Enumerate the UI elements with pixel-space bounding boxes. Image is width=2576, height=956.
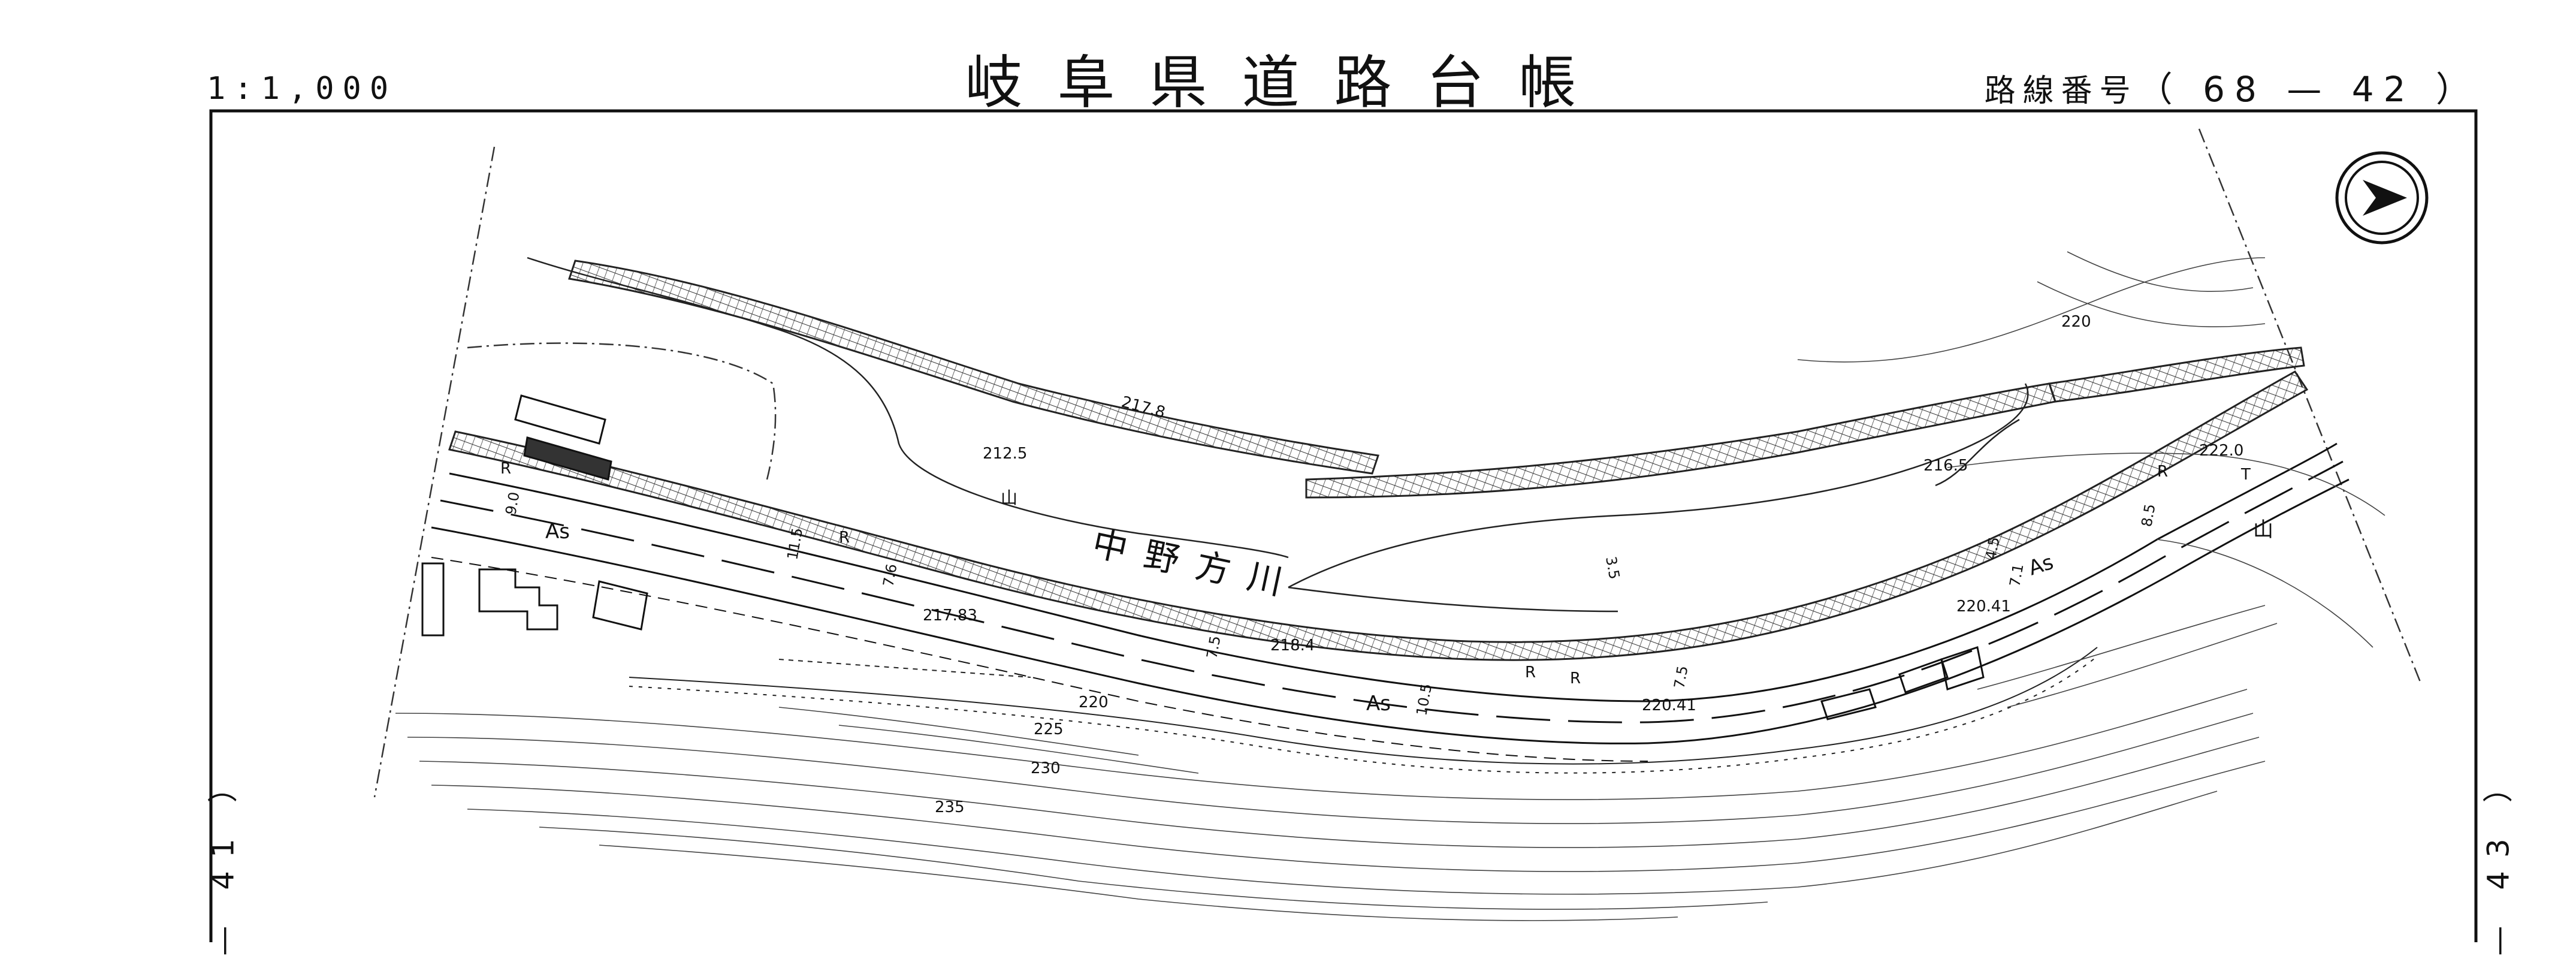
width-label: 3.5 — [1602, 555, 1623, 580]
road-surface-label: As — [1366, 692, 1391, 716]
width-label: 8.5 — [2138, 503, 2158, 528]
marker-letter: R — [1525, 664, 1536, 681]
width-label: 7.6 — [880, 563, 900, 588]
page-title: 岐阜県道路台帳 — [965, 49, 1611, 116]
width-label: 4.5 — [1982, 536, 2003, 561]
marker-letter: R — [839, 529, 850, 547]
spot-elevation-label: 216.5 — [1923, 457, 1968, 475]
river-name-label: 中野方川 — [1089, 523, 1303, 607]
contour-label: 220 — [2061, 313, 2091, 331]
contour-label: 230 — [1031, 759, 1061, 777]
contour-label: 235 — [935, 798, 965, 816]
spot-elevation-label: 217.83 — [923, 607, 977, 625]
marker-letter: R — [2157, 463, 2168, 481]
river-channel — [527, 257, 2029, 613]
map-frame — [209, 109, 2478, 942]
spot-elevation-label: 220.41 — [1642, 696, 1696, 714]
map-scale: 1:1,000 — [207, 71, 397, 107]
survey-boundary — [373, 128, 2422, 798]
road-surface-label: As — [2025, 550, 2056, 581]
buildings — [421, 394, 1985, 720]
width-label: 9.0 — [502, 491, 523, 516]
contour-lines — [395, 251, 2385, 921]
spot-elevation-label: 220.41 — [1956, 598, 2011, 616]
spot-elevation-label: 222.0 — [2199, 442, 2243, 460]
width-label: 7.5 — [1203, 635, 1224, 660]
marker-letter: T — [2240, 466, 2251, 484]
upper-river-bank — [568, 260, 2305, 499]
route-number: 路線番号（ 68 — 42 ） — [1985, 61, 2480, 111]
land-symbol: 山 — [2253, 518, 2273, 542]
route-number-label: 路線番号 — [1984, 73, 2138, 109]
marker-letter: R — [1570, 669, 1581, 687]
land-symbol: 山 — [1001, 488, 1017, 508]
road-surface-label: As — [545, 520, 570, 544]
width-label: 10.5 — [1413, 683, 1435, 717]
contour-label: 225 — [1034, 720, 1064, 738]
marker-letter: R — [500, 460, 511, 478]
spot-elevation-label: 218.4 — [1270, 637, 1315, 655]
lower-river-bank — [448, 370, 2309, 661]
spot-elevation-label: 212.5 — [983, 445, 1027, 463]
next-sheet-link[interactable]: — 43 ） — [2481, 759, 2516, 956]
width-label: 7.5 — [1671, 665, 1691, 690]
north-arrow-icon — [2335, 151, 2429, 245]
contour-label: 220 — [1079, 693, 1109, 711]
retaining-wall — [629, 647, 2098, 774]
previous-sheet-link[interactable]: — 41 ） — [206, 759, 241, 956]
route-number-value: （ 68 — 42 ） — [2137, 69, 2480, 110]
width-label: 7.1 — [2006, 563, 2027, 588]
